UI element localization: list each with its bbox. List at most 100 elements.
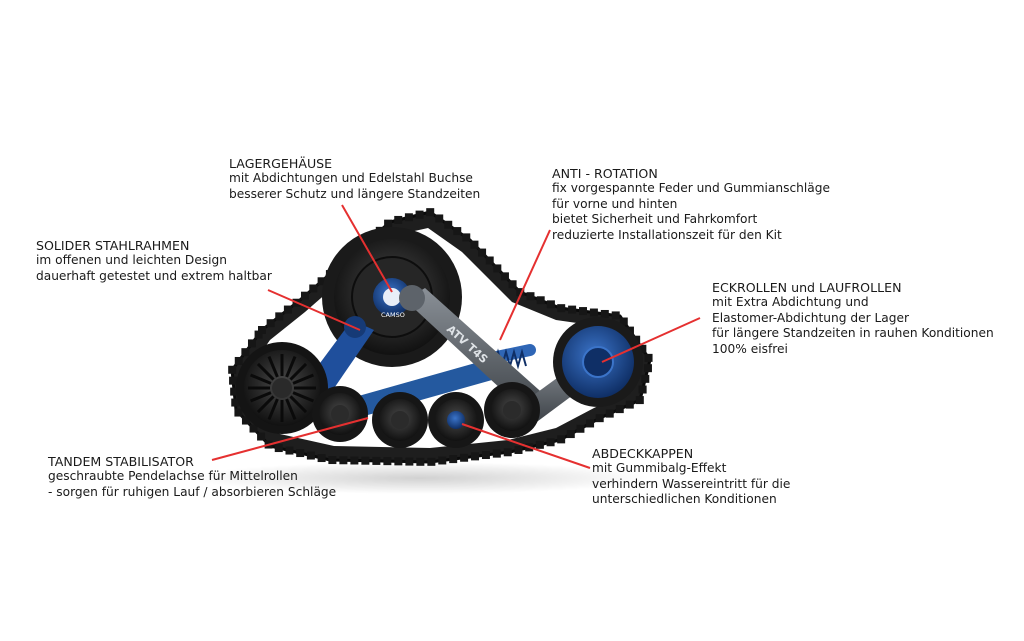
callout-anti-rotation: ANTI - ROTATION fix vorgespannte Feder u…: [552, 166, 830, 243]
track-lug: [285, 446, 294, 455]
callout-line: unterschiedlichen Konditionen: [592, 492, 777, 507]
track-lug: [481, 451, 490, 460]
wheel-spoke: [256, 362, 275, 381]
track-lug: [619, 317, 628, 326]
callout-line: für längere Standzeiten in rauhen Kondit…: [712, 326, 994, 341]
track-lug: [254, 330, 263, 339]
track-lug: [438, 456, 447, 465]
brand-logo: CAMSO: [381, 311, 405, 319]
track-lug: [228, 365, 237, 374]
track-lug: [229, 376, 238, 385]
track-lug: [427, 457, 436, 466]
callout-line: bietet Sicherheit und Fahrkomfort: [552, 212, 758, 227]
track-lug: [372, 456, 381, 465]
track-lug: [309, 284, 318, 293]
corner-wheel-blue: [553, 317, 643, 407]
track-lug: [557, 435, 566, 444]
track-lug: [516, 288, 525, 297]
track-lug: [586, 419, 595, 428]
track-lug: [306, 451, 315, 460]
track-lug: [296, 449, 305, 458]
track-lug: [300, 291, 309, 300]
track-lug: [492, 449, 501, 458]
track-lug: [493, 264, 502, 273]
callout-title: SOLIDER STAHLRAHMEN: [36, 238, 190, 253]
track-lug: [470, 240, 479, 249]
callout-line: besserer Schutz und längere Standzeiten: [229, 186, 481, 201]
callout-line: mit Extra Abdichtung und: [712, 295, 869, 310]
mid-roller: [372, 392, 428, 448]
track-lug: [546, 438, 555, 447]
track-lug: [405, 457, 414, 466]
pointer-abdeckkappen: [461, 423, 591, 469]
track-lug: [635, 396, 644, 405]
ground-shadow: [190, 462, 650, 494]
track-lug: [625, 400, 634, 409]
track-lug: [462, 233, 471, 242]
track-lug: [641, 374, 650, 383]
track-lug: [615, 405, 624, 414]
track-lug: [247, 339, 256, 348]
track-lug: [595, 414, 604, 423]
track-lug: [611, 311, 620, 320]
callout-tandem-stabilisator: TANDEM STABILISATOR geschraubte Pendelac…: [48, 454, 336, 500]
wheel-spoke: [250, 391, 272, 403]
track-lug: [258, 326, 266, 334]
track-lug: [644, 353, 653, 362]
wheel-spoke: [289, 362, 308, 381]
track-lug: [275, 312, 284, 321]
corner-wheel-rear: [236, 342, 328, 434]
track-lug: [471, 452, 480, 461]
pointer-eckrollen: [601, 317, 701, 363]
callout-title: ABDECKKAPPEN: [592, 446, 694, 461]
mid-rollers: [312, 382, 540, 448]
track-lug: [249, 424, 258, 433]
track-lug: [605, 409, 614, 418]
pointer-tandem: [211, 417, 369, 461]
wheel-spoke: [285, 356, 297, 378]
track-lug: [514, 445, 523, 454]
mid-roller: [484, 382, 540, 438]
track-lug: [426, 208, 435, 217]
track-lug: [485, 256, 494, 265]
track-lug: [638, 385, 647, 394]
callout-line: fix vorgespannte Feder und Gummianschläg…: [552, 181, 830, 196]
track-lug: [234, 408, 243, 417]
track-lug: [415, 210, 424, 219]
track-lug: [557, 304, 566, 313]
track-lug: [546, 300, 555, 309]
track-lug: [231, 398, 240, 407]
callout-line: verhindern Wassereintritt für die: [592, 476, 791, 491]
track-lug: [350, 456, 359, 465]
track-lug: [317, 277, 326, 286]
track-lug: [241, 348, 250, 357]
track-lug: [435, 214, 444, 223]
callout-line: mit Gummibalg-Effekt: [592, 461, 727, 476]
pointer-anti-rotation: [499, 229, 551, 341]
track-lug: [444, 220, 453, 229]
callout-title: TANDEM STABILISATOR: [48, 454, 194, 469]
callout-solider-stahlrahmen: SOLIDER STAHLRAHMEN im offenen und leich…: [36, 238, 272, 284]
callout-line: 100% eisfrei: [712, 341, 788, 356]
callout-title: ECKROLLEN und LAUFROLLEN: [712, 280, 902, 295]
track-lug: [328, 456, 337, 465]
track-lug: [266, 319, 275, 328]
callout-line: reduzierte Installationszeit für den Kit: [552, 227, 782, 242]
track-lug: [536, 296, 545, 305]
track-lug: [274, 444, 283, 453]
callout-line: - sorgen für ruhigen Lauf / absorbieren …: [48, 484, 337, 499]
track-lug: [384, 219, 393, 228]
track-lug: [453, 227, 462, 236]
wheel-spoke: [285, 398, 297, 420]
track-lug: [449, 455, 458, 464]
track-lug: [589, 308, 598, 317]
callout-line: dauerhaft getestet und extrem haltbar: [36, 268, 272, 283]
wheel-spoke: [250, 373, 272, 385]
pointer-lines: [211, 204, 701, 469]
callout-abdeckkappen: ABDECKKAPPEN mit Gummibalg-Effekt verhin…: [592, 446, 790, 508]
track-lug: [579, 307, 588, 316]
mid-roller: [428, 392, 484, 448]
track-lug: [283, 305, 292, 314]
track-lug: [234, 356, 243, 365]
callout-title: ANTI - ROTATION: [552, 166, 658, 181]
